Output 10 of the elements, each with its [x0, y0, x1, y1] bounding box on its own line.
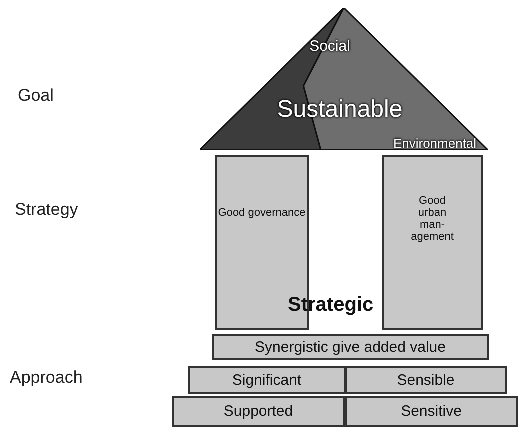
step-box: Synergistic give added value — [212, 334, 489, 360]
roof-label: Environmental — [393, 136, 477, 151]
row-label: Goal — [18, 86, 54, 106]
pillar-box: Good urban man- agement — [382, 155, 483, 330]
row-label: Approach — [10, 368, 83, 388]
step-box: Sensitive — [345, 396, 518, 427]
row-label: Strategy — [15, 200, 78, 220]
step-box: Sensible — [345, 366, 507, 394]
step-box: Significant — [188, 366, 346, 394]
step-box: Supported — [172, 396, 345, 427]
